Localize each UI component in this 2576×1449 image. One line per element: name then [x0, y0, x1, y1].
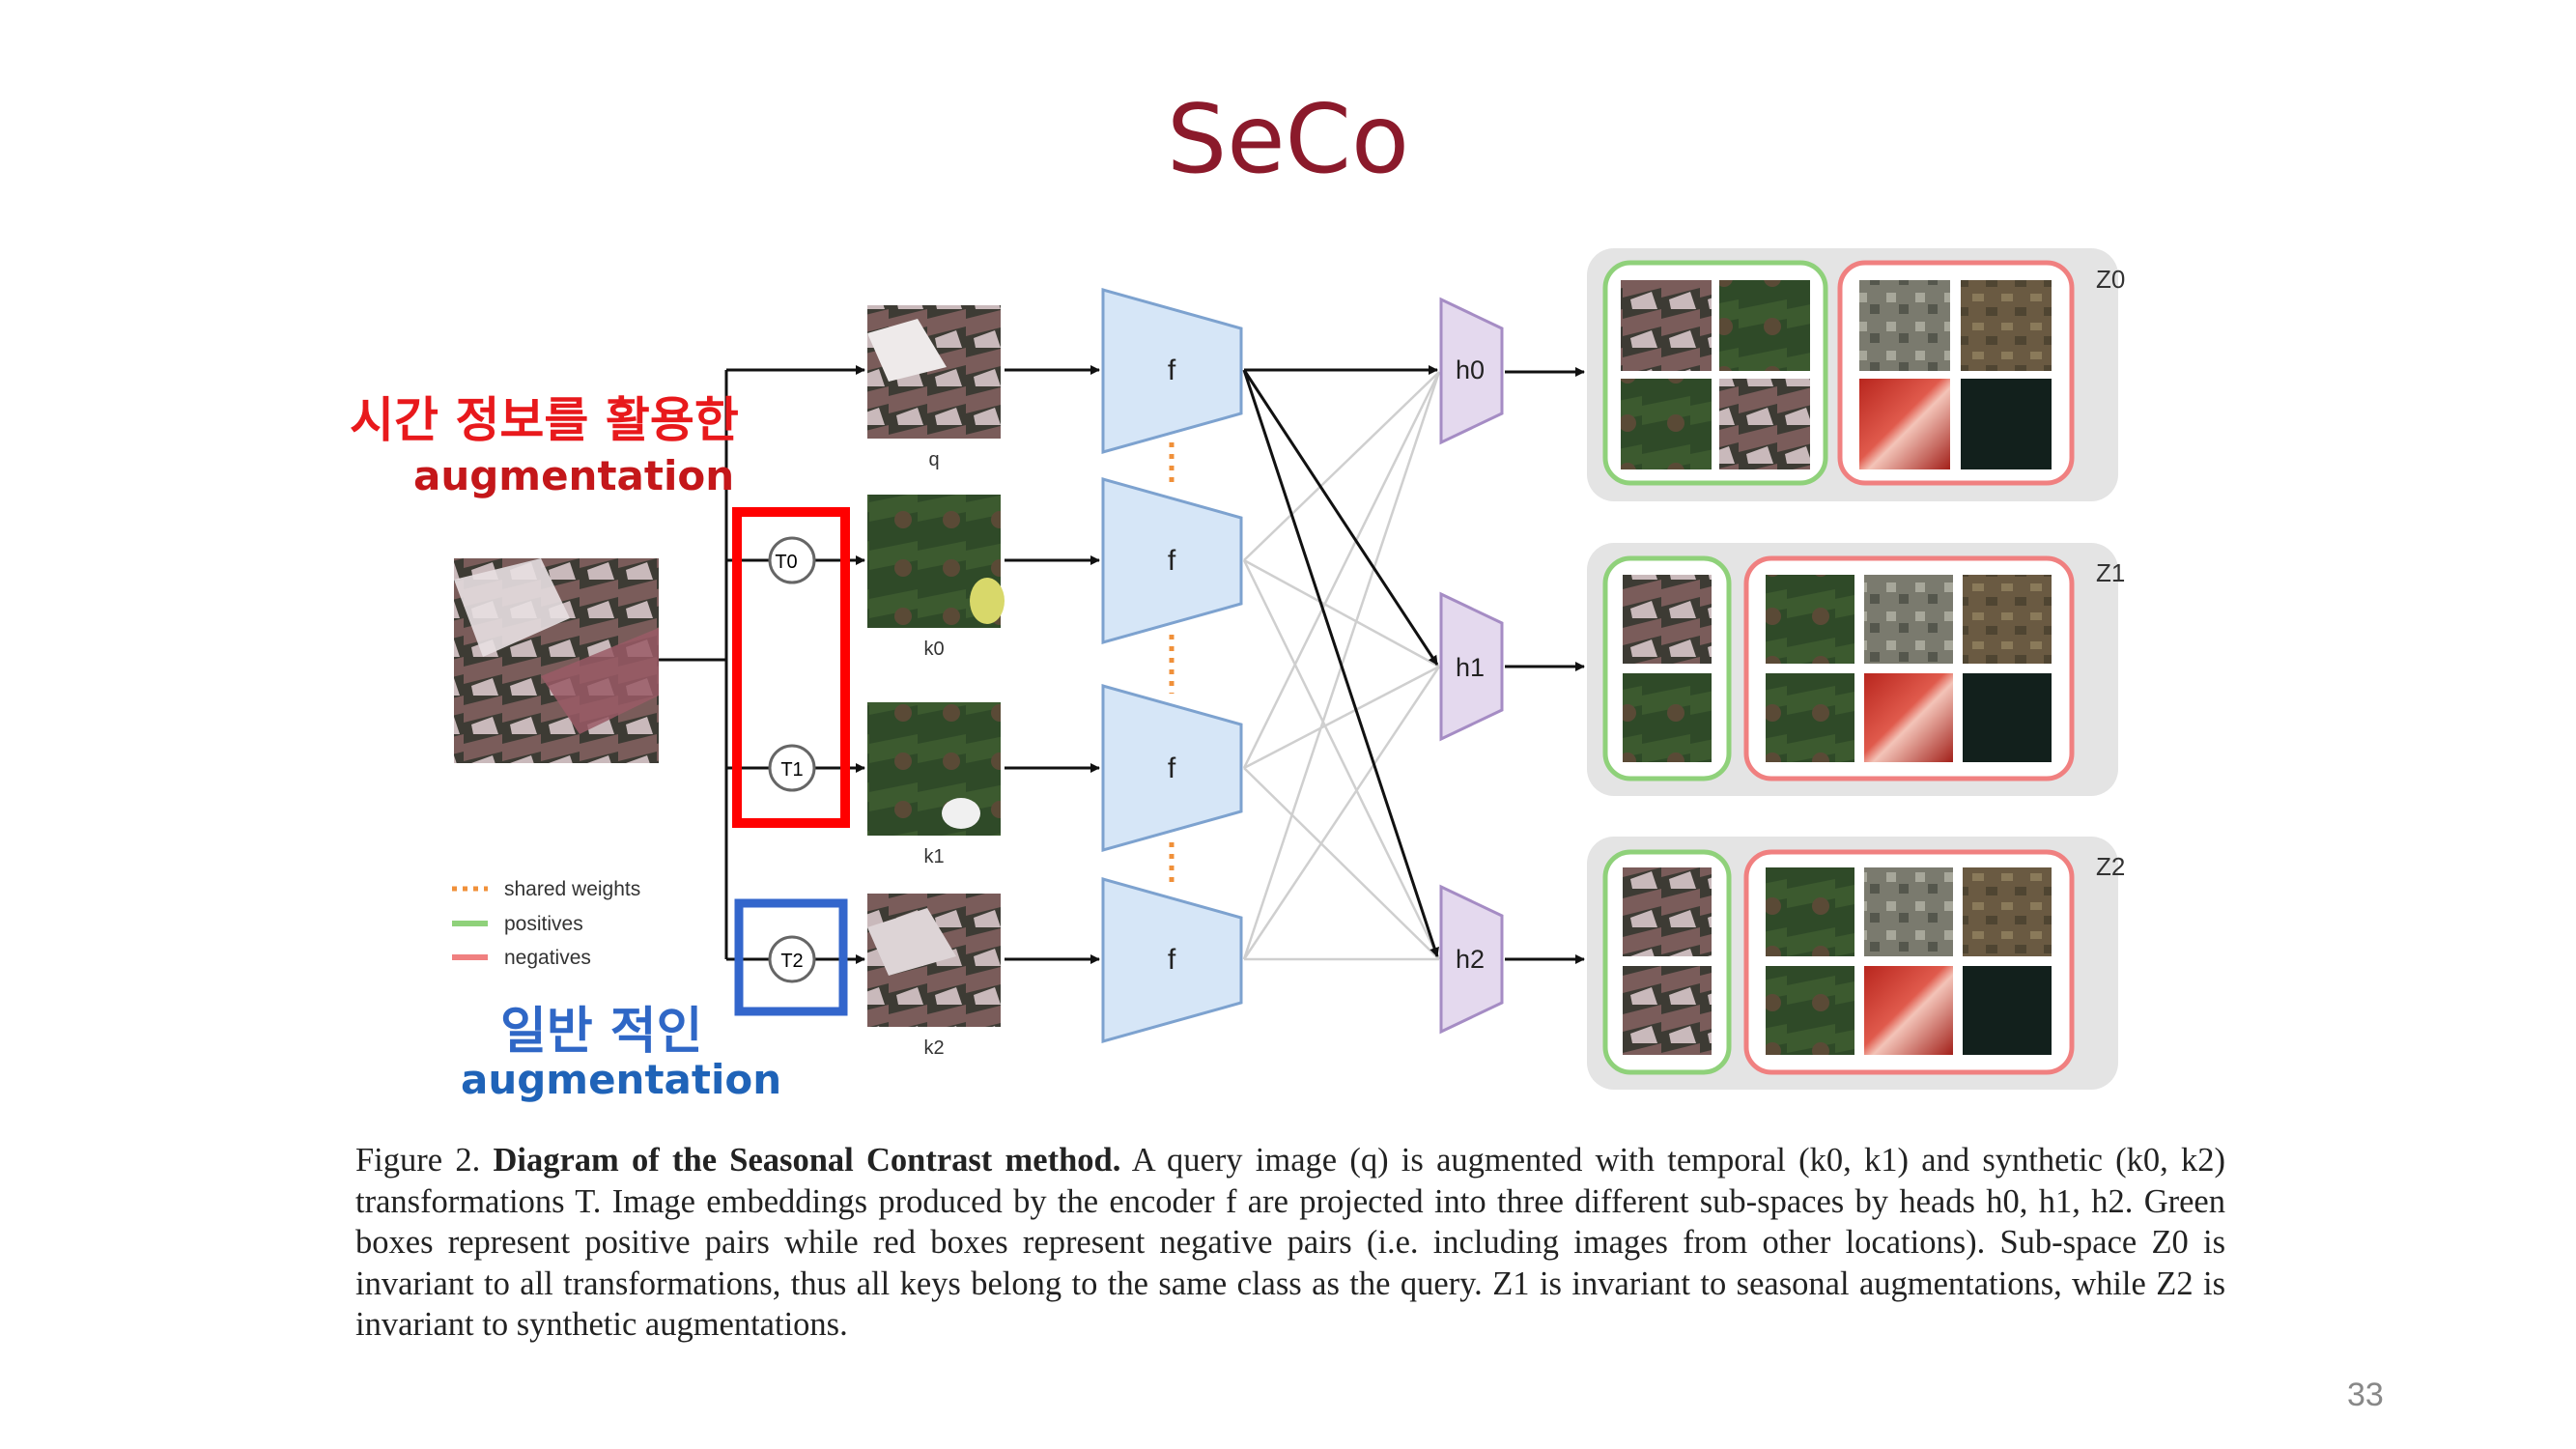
legend-shared-weights: shared weights	[504, 878, 640, 900]
label-k2: k2	[923, 1037, 944, 1059]
svg-text:f: f	[1168, 355, 1176, 386]
input-image	[454, 558, 659, 763]
legend: shared weights positives negatives	[452, 878, 640, 969]
synthetic-highlight-box	[734, 898, 848, 1016]
head-h0: h0	[1439, 297, 1504, 445]
caption-figure-label: Figure 2.	[355, 1142, 481, 1179]
head-h2: h2	[1439, 884, 1504, 1035]
caption-bold-title: Diagram of the Seasonal Contrast method.	[493, 1142, 1121, 1179]
encoder-f-0: f	[1101, 288, 1243, 454]
t1-label: T1	[780, 759, 803, 781]
image-k2	[867, 894, 1001, 1027]
t2-label: T2	[780, 951, 803, 972]
image-q	[867, 305, 1001, 439]
temporal-augmentation-korean: 시간 정보를 활용한	[350, 392, 739, 448]
caption-body: A query image (q) is augmented with temp…	[355, 1142, 2225, 1343]
encoder-f-2: f	[1101, 684, 1243, 852]
svg-text:h0: h0	[1456, 355, 1485, 384]
head-output-arrows	[1505, 367, 1585, 964]
label-k0: k0	[923, 639, 944, 660]
temporal-augmentation-english: augmentation	[413, 452, 735, 499]
subspace-z0: Z0	[1587, 248, 2125, 501]
transform-t0: T0	[768, 536, 816, 584]
svg-text:h2: h2	[1456, 945, 1485, 974]
z2-label: Z2	[2096, 852, 2125, 881]
transform-t1: T1	[768, 744, 816, 792]
svg-text:f: f	[1168, 753, 1176, 784]
svg-text:f: f	[1168, 545, 1176, 577]
image-k0	[867, 495, 1005, 628]
svg-text:h1: h1	[1456, 653, 1485, 682]
transform-t2: T2	[768, 935, 816, 983]
z0-label: Z0	[2096, 265, 2125, 294]
encoder-input-arrows	[1005, 365, 1100, 964]
image-k1	[867, 702, 1001, 836]
legend-positives: positives	[504, 913, 583, 935]
page-number: 33	[2347, 1377, 2384, 1413]
slide-title: SeCo	[1167, 85, 1409, 195]
generic-augmentation-korean: 일반 적인	[500, 1003, 703, 1061]
subspace-z1: Z1	[1587, 543, 2125, 796]
query-head-connections	[1242, 365, 1439, 957]
z1-label: Z1	[2096, 558, 2125, 587]
label-q: q	[928, 449, 939, 470]
label-k1: k1	[923, 846, 944, 867]
figure-caption: Figure 2. Diagram of the Seasonal Contra…	[355, 1140, 2225, 1346]
t0-label: T0	[775, 552, 797, 573]
encoder-f-1: f	[1101, 477, 1243, 644]
temporal-highlight-box	[732, 507, 850, 828]
svg-text:f: f	[1168, 944, 1176, 976]
encoder-f-3: f	[1101, 877, 1243, 1043]
legend-negatives: negatives	[504, 947, 591, 969]
subspace-z2: Z2	[1587, 837, 2125, 1090]
generic-augmentation-english: augmentation	[461, 1056, 782, 1103]
head-h1: h1	[1439, 591, 1504, 742]
